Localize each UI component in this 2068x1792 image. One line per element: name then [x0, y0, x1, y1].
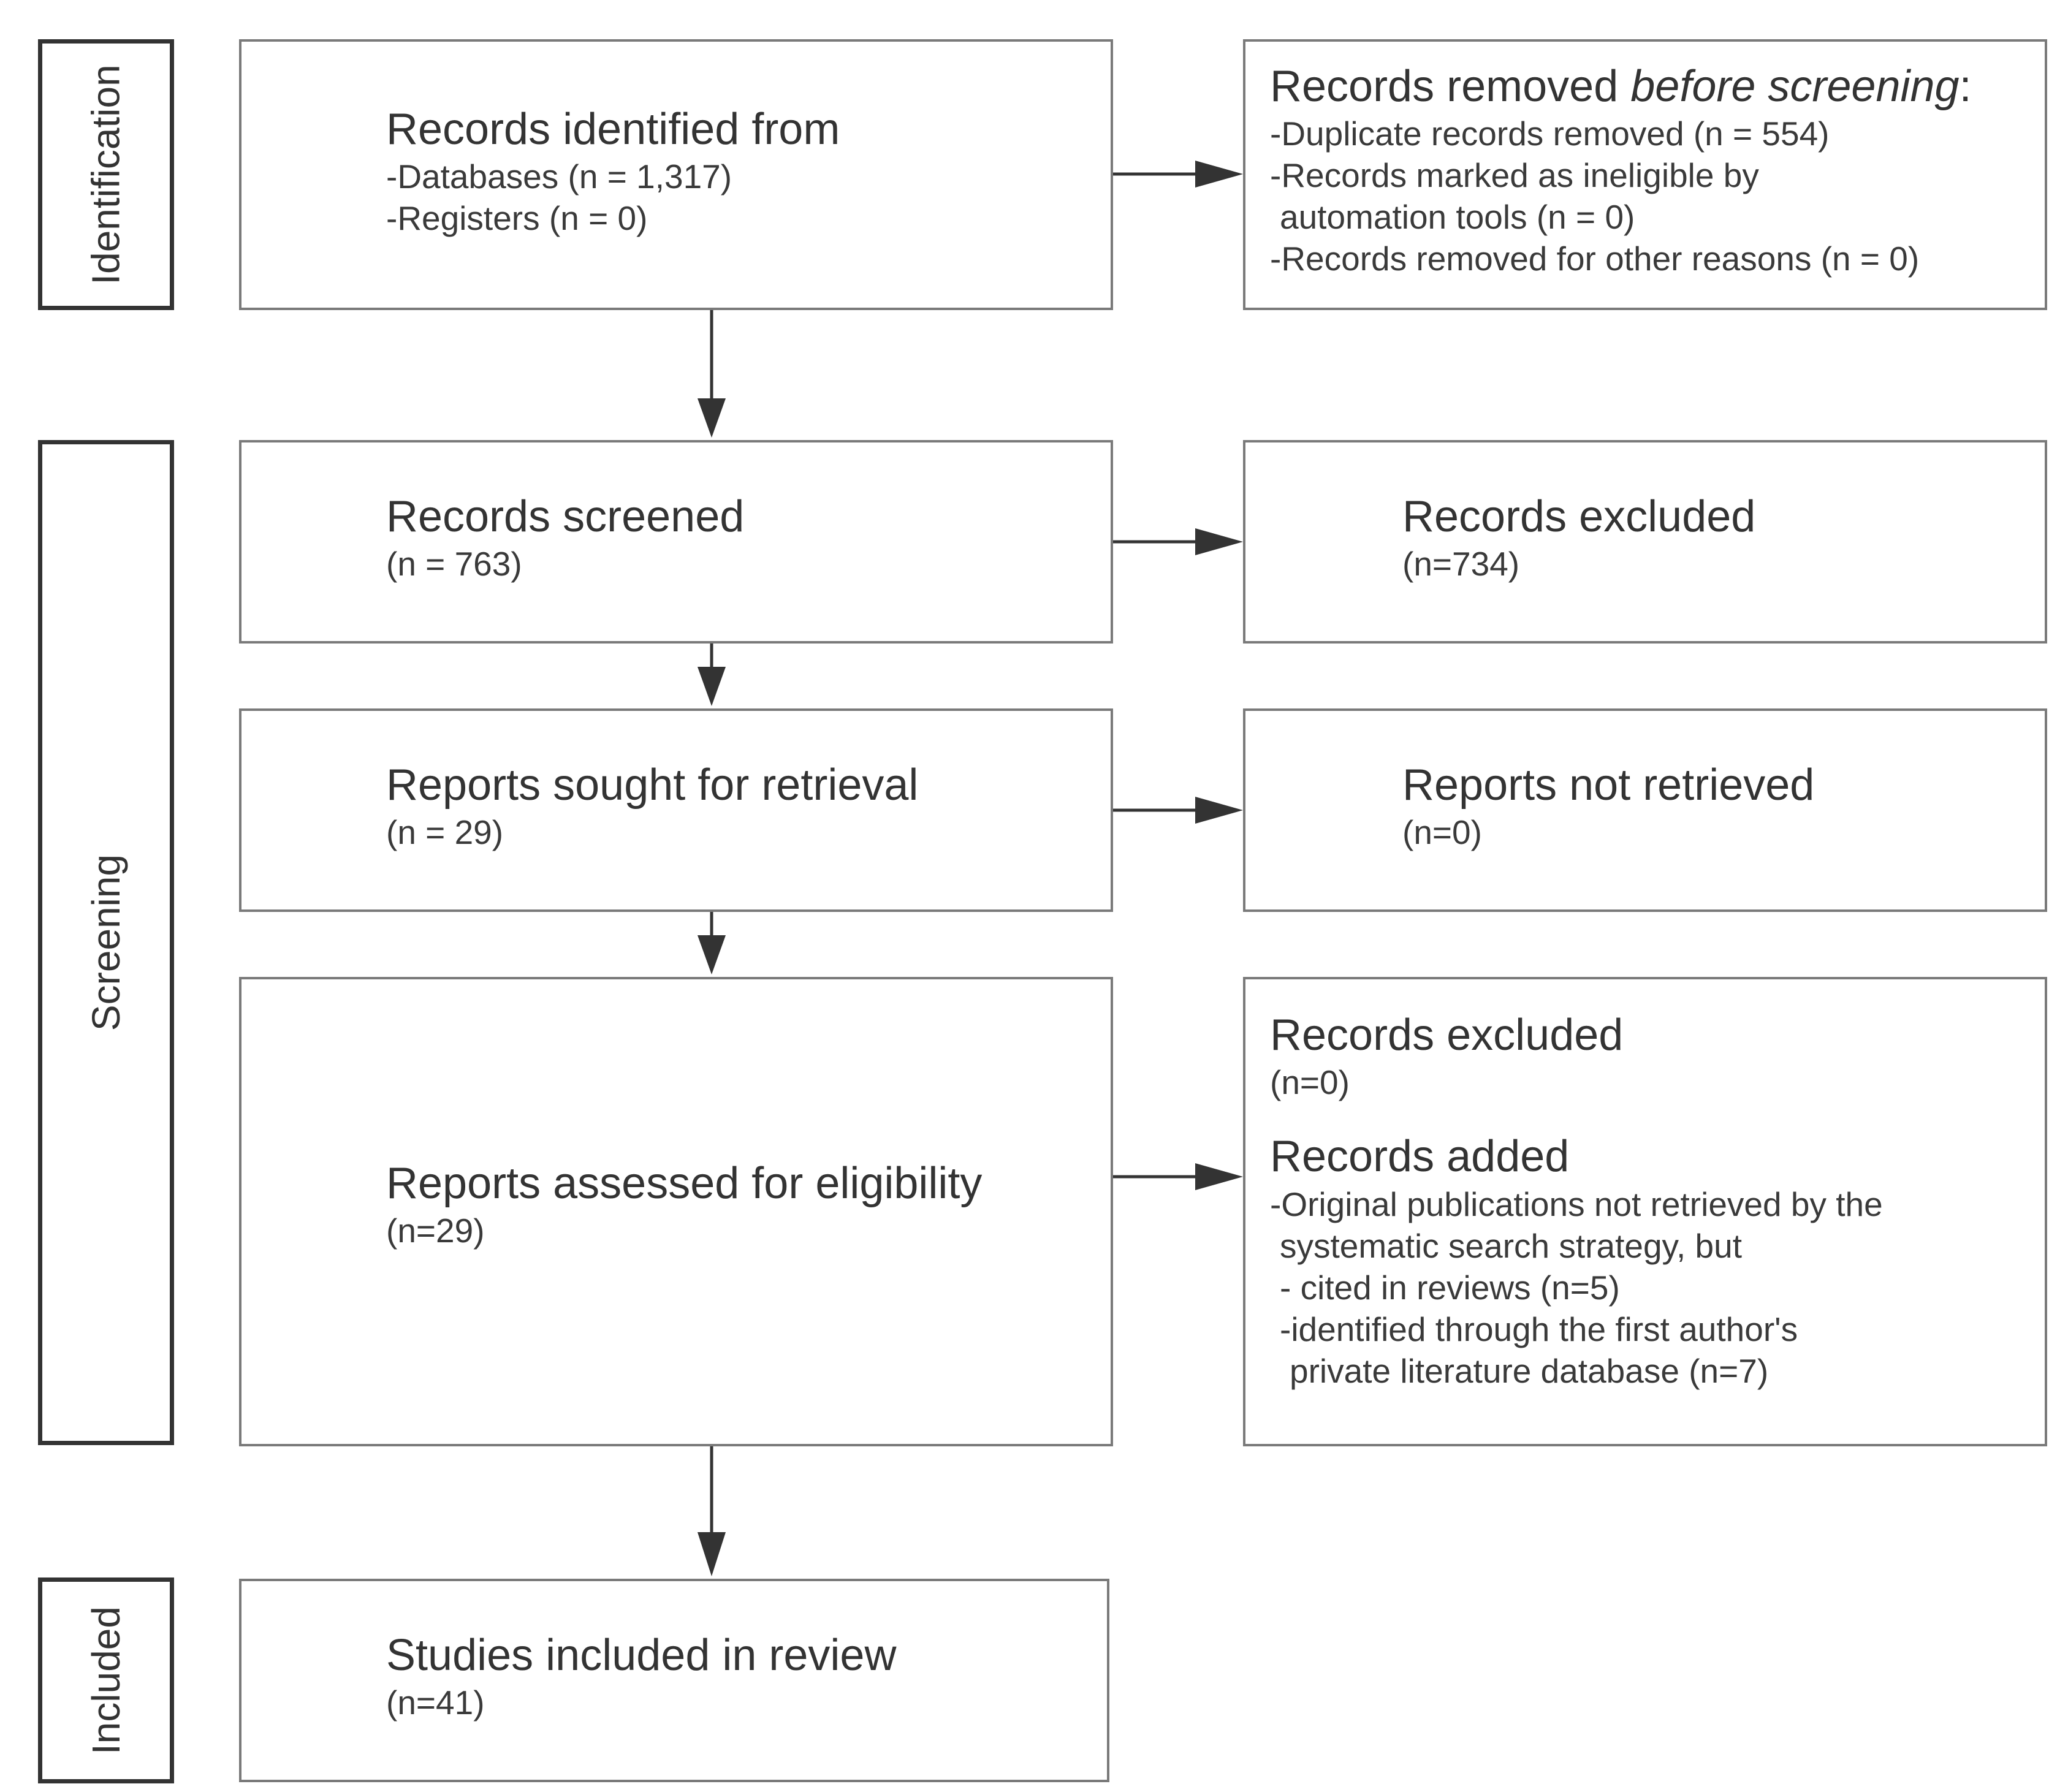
- registers-count: -Registers (n = 0): [386, 199, 648, 238]
- excluded-added-box: Records excluded (n=0) Records added -Or…: [1243, 977, 2047, 1446]
- databases-count: -Databases (n = 1,317): [386, 158, 732, 196]
- reports-assessed-box: Reports assessed for eligibility (n=29): [239, 977, 1113, 1446]
- records-excluded-title: Records excluded: [1402, 492, 1756, 541]
- reports-not-retrieved-title: Reports not retrieved: [1402, 761, 1815, 810]
- down-arrow-assessed-to-included: [698, 1446, 726, 1576]
- records-added-line-4: -identified through the first author's: [1280, 1310, 1798, 1348]
- records-added-line-2: systematic search strategy, but: [1280, 1226, 1742, 1265]
- studies-included-box: Studies included in review (n=41): [239, 1579, 1109, 1782]
- records-removed-title: Records removed before screening:: [1270, 62, 1972, 111]
- reports-not-retrieved-box: Reports not retrieved (n=0): [1243, 708, 2047, 912]
- reports-assessed-count: (n=29): [386, 1212, 485, 1250]
- reports-assessed-title: Reports assessed for eligibility: [386, 1159, 983, 1208]
- records-identified-title: Records identified from: [386, 105, 840, 154]
- down-arrow-screened-to-sought: [698, 642, 726, 706]
- records-excluded-count: (n=734): [1402, 545, 1520, 583]
- reports-sought-box: Reports sought for retrieval (n = 29): [239, 708, 1113, 912]
- records-excluded-box: Records excluded (n=734): [1243, 440, 2047, 644]
- stage-included: Included: [38, 1577, 174, 1783]
- stage-included-label: Included: [84, 1606, 128, 1755]
- removed-other-reasons: -Records removed for other reasons (n = …: [1270, 240, 1920, 278]
- side-arrow-to-excluded: [1112, 528, 1243, 555]
- records-added-title: Records added: [1270, 1132, 1570, 1182]
- studies-included-count: (n=41): [386, 1684, 485, 1722]
- ineligible-automation-line-2: automation tools (n = 0): [1280, 198, 1635, 237]
- records-excluded-eligibility-title: Records excluded: [1270, 1011, 1624, 1060]
- reports-sought-count: (n = 29): [386, 813, 504, 852]
- studies-included-title: Studies included in review: [386, 1631, 897, 1680]
- records-excluded-eligibility-count: (n=0): [1270, 1063, 1350, 1102]
- down-arrow-sought-to-assessed: [698, 911, 726, 974]
- ineligible-automation-line-1: -Records marked as ineligible by: [1270, 156, 1759, 195]
- side-arrow-to-not-retrieved: [1112, 797, 1243, 824]
- stage-identification-label: Identification: [84, 64, 128, 285]
- stage-identification: Identification: [38, 39, 174, 310]
- stage-screening-label: Screening: [84, 854, 128, 1031]
- records-added-line-3: - cited in reviews (n=5): [1280, 1268, 1620, 1307]
- records-screened-title: Records screened: [386, 492, 745, 541]
- records-identified-box: Records identified from -Databases (n = …: [239, 39, 1113, 310]
- stage-screening: Screening: [38, 440, 174, 1445]
- records-added-line-1: -Original publications not retrieved by …: [1270, 1185, 1883, 1223]
- reports-sought-title: Reports sought for retrieval: [386, 761, 919, 810]
- side-arrow-to-removed: [1112, 161, 1243, 188]
- duplicates-removed: -Duplicate records removed (n = 554): [1270, 115, 1830, 153]
- records-screened-count: (n = 763): [386, 545, 522, 583]
- records-added-line-5: private literature database (n=7): [1290, 1351, 1769, 1390]
- reports-not-retrieved-count: (n=0): [1402, 813, 1482, 852]
- down-arrow-identified-to-screened: [698, 309, 726, 438]
- side-arrow-to-excluded-added: [1112, 1163, 1243, 1190]
- records-removed-box: Records removed before screening: -Dupli…: [1243, 39, 2047, 310]
- records-screened-box: Records screened (n = 763): [239, 440, 1113, 644]
